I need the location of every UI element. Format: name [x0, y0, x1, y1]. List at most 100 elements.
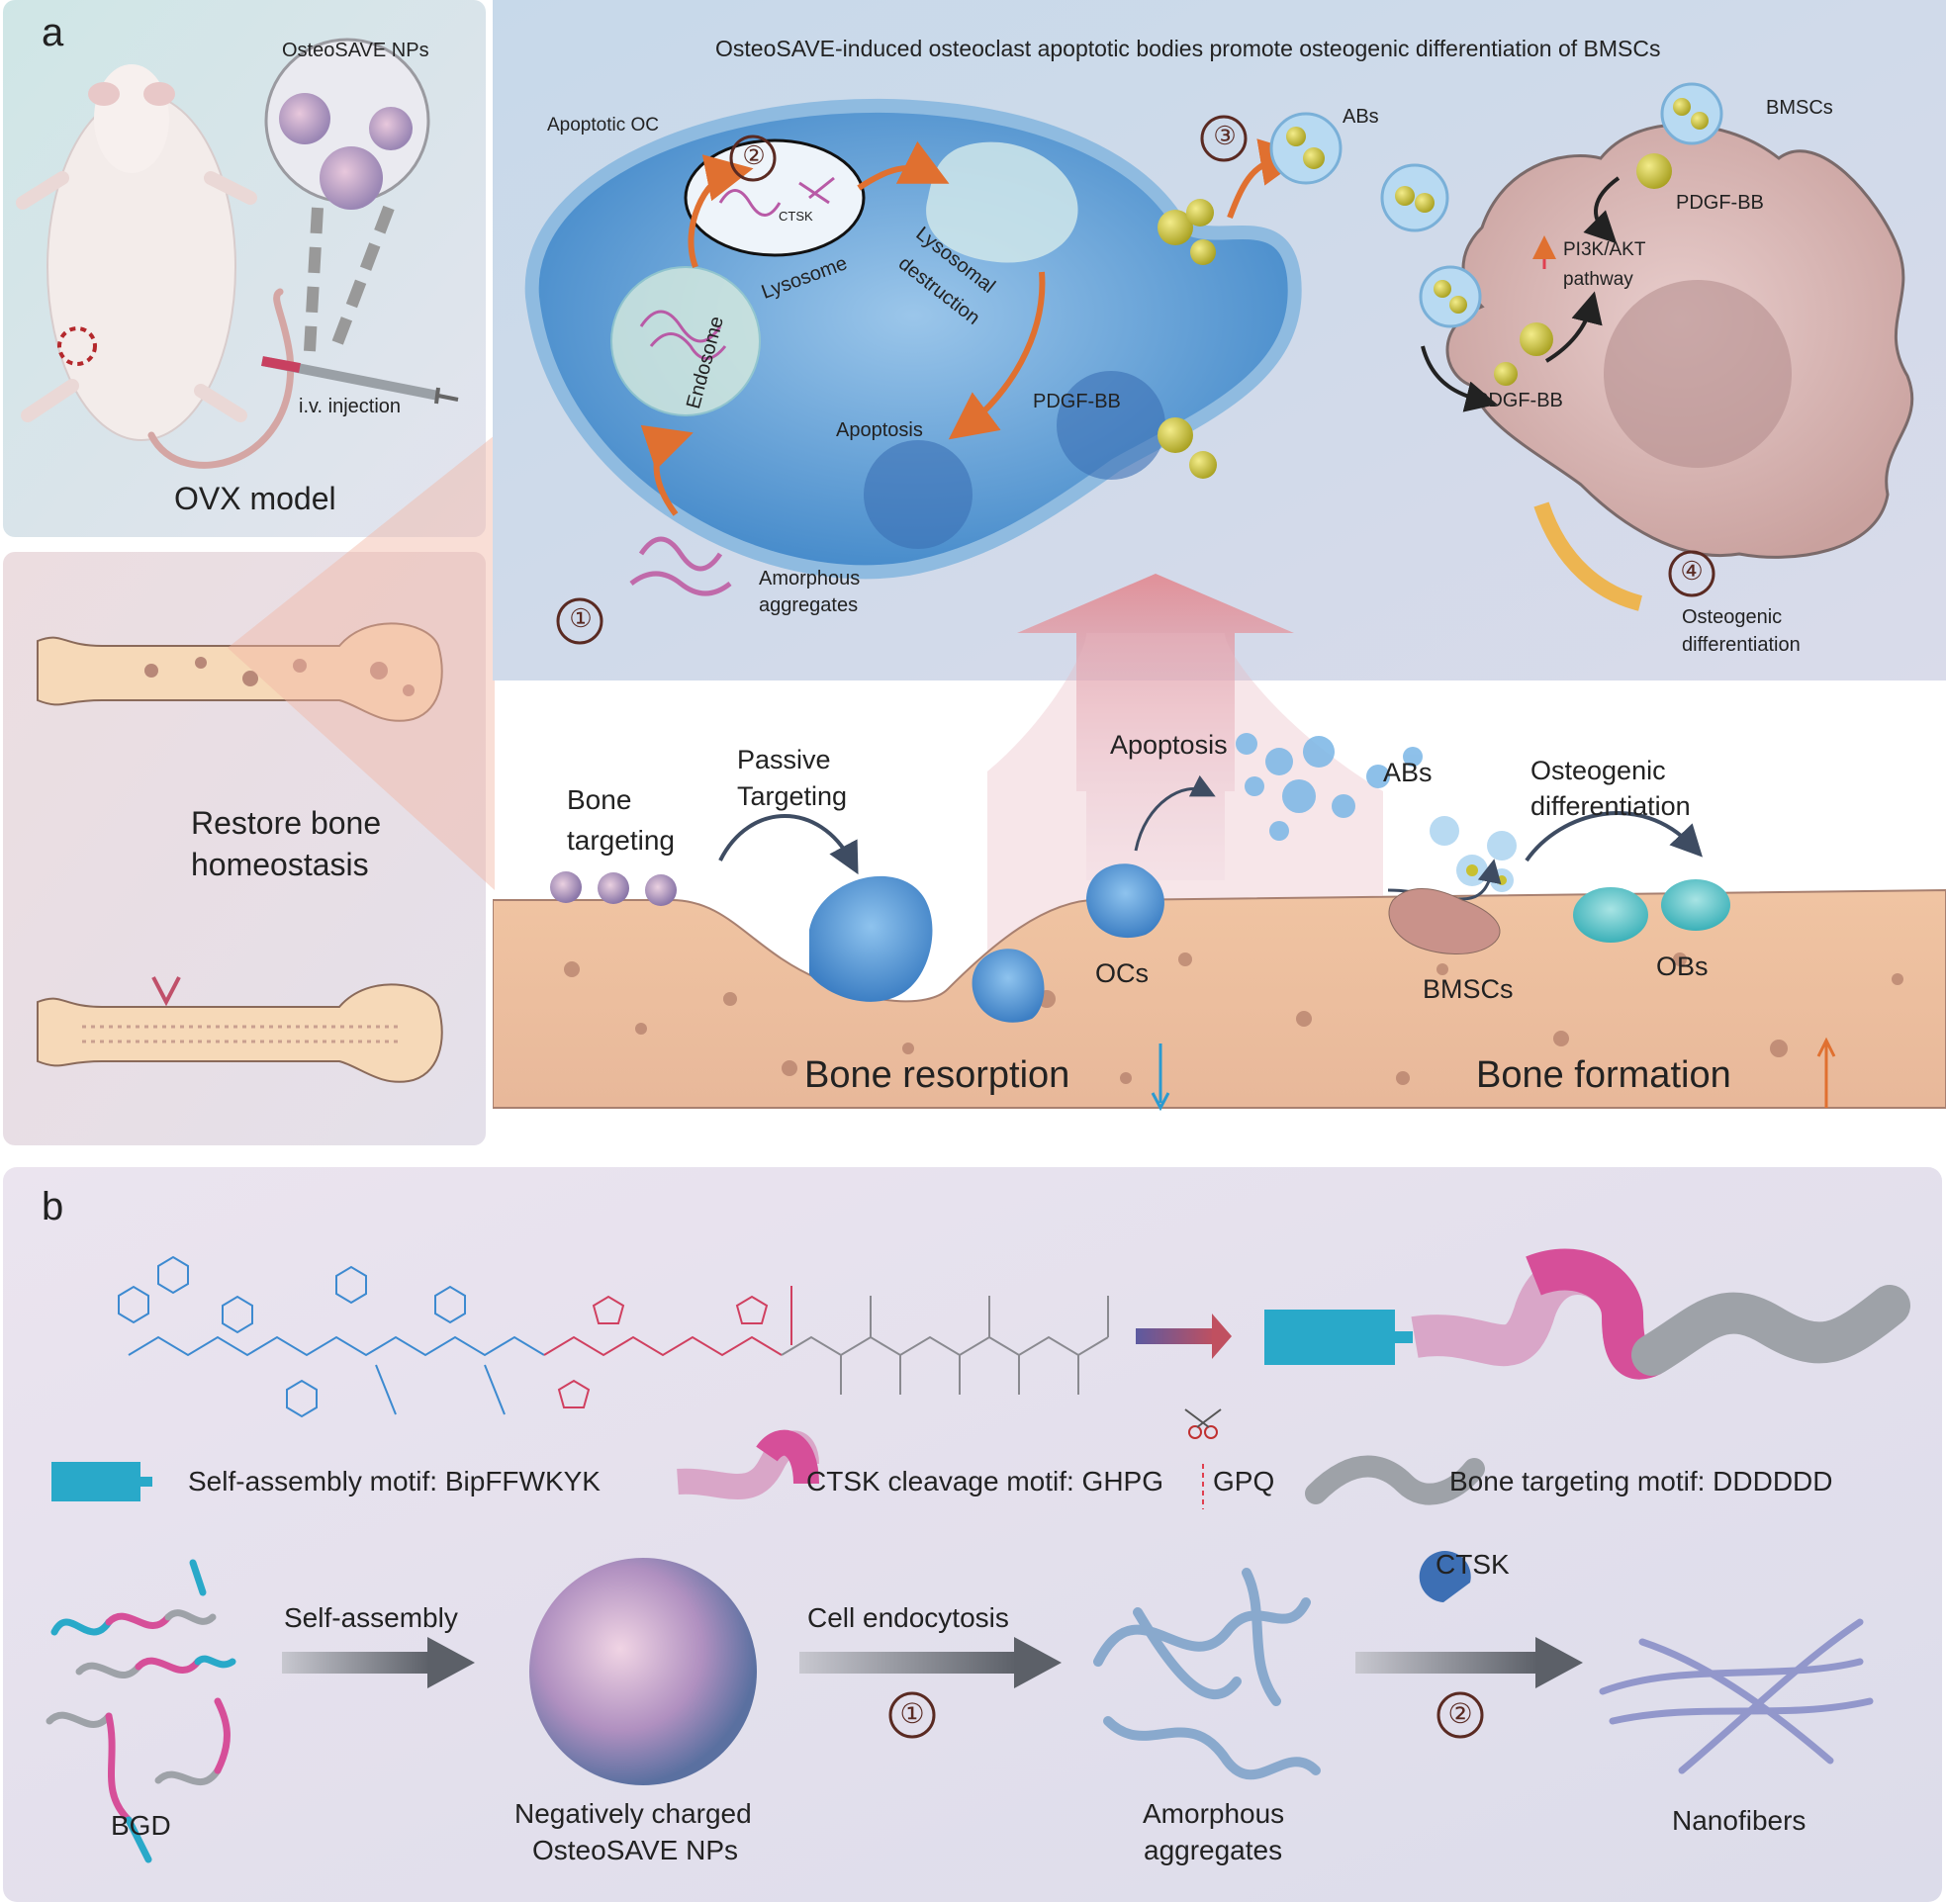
bgd-molecules [46, 1559, 236, 1863]
pdgf-bb-label-1: PDGF-BB [1033, 391, 1121, 412]
bone-pores [564, 952, 1903, 1085]
nanofibers-icon [1599, 1618, 1874, 1774]
aggregates-label-2: aggregates [1144, 1835, 1283, 1865]
amorphous-label-2: aggregates [759, 594, 859, 616]
osteoclast-cell [972, 949, 1045, 1023]
pdgf-bb-label-2: PDGF-BB [1676, 192, 1764, 214]
rat-illustration [16, 64, 294, 469]
legend-bone-targeting-icon [1305, 1455, 1485, 1505]
np-particle-icon [369, 107, 413, 150]
aggregates-label-1: Amorphous [1143, 1798, 1285, 1829]
legend-self-assembly-text: Self-assembly motif: BipFFWKYK [188, 1466, 601, 1496]
ovx-model-box [3, 0, 486, 537]
model-label: OVX model [174, 481, 336, 516]
healthy-bone-icon [37, 983, 443, 1083]
flow-step-2-icon [1436, 1691, 1484, 1739]
endocytosis-label: Cell endocytosis [807, 1602, 1009, 1633]
step-3-icon [1200, 115, 1248, 162]
apoptotic-bodies [1236, 733, 1423, 841]
ctsk-flow-label: CTSK [1436, 1549, 1510, 1580]
passive-label-2: Targeting [737, 781, 848, 811]
apoptotic-bodies [1269, 112, 1449, 232]
cell-panel-title: OsteoSAVE-induced osteoclast apoptotic b… [715, 36, 1661, 61]
down-arrow-icon [151, 976, 181, 1007]
ctsk-arrow-icon [1355, 1652, 1538, 1674]
restore-label: Restore bone homeostasis [191, 805, 382, 882]
panel-b-background [3, 1167, 1942, 1902]
np-particle-icon [598, 872, 629, 904]
step-2-icon [729, 135, 777, 182]
bmsc-cell [1388, 887, 1501, 954]
panel-b-label: b [42, 1185, 64, 1228]
flow-step-1-icon [888, 1691, 936, 1739]
ctsk-label: CTSK [779, 209, 813, 224]
apoptotic-oc-label: Apoptotic OC [547, 115, 659, 136]
apoptotic-osteoclast [524, 99, 1308, 596]
nps-label: OsteoSAVE NPs [282, 40, 429, 61]
np-particle-icon [279, 93, 330, 144]
ocs-label: OCs [1095, 958, 1149, 988]
bone-surface-scene [493, 574, 1946, 1112]
conversion-arrow-icon [1136, 1328, 1215, 1344]
self-assembly-label: Self-assembly [284, 1602, 458, 1633]
surface-bmscs-label: BMSCs [1423, 974, 1514, 1004]
pdgf-bb-label-3: PDGF-BB [1475, 390, 1563, 411]
np-particle-icon [645, 874, 677, 906]
panel-a: a OsteoSAVE NPs i.v. injection OVX model… [3, 0, 1946, 1145]
bone-tissue [493, 888, 1946, 1109]
surface-osteogenic-label-1: Osteogenic [1530, 756, 1666, 785]
nanofibers-label: Nanofibers [1672, 1805, 1807, 1836]
porous-bone-icon [37, 622, 443, 722]
apoptosis-label: Apoptosis [836, 419, 923, 441]
zoom-cone [228, 435, 495, 890]
panel-a-label: a [42, 11, 64, 54]
bmscs-label: BMSCs [1766, 97, 1833, 119]
osteogenic-label-1: Osteogenic [1682, 606, 1783, 628]
step-1-number: ① [569, 603, 593, 633]
bone-targeting-label-2: targeting [567, 825, 675, 856]
surface-osteogenic-label-2: differentiation [1530, 791, 1691, 821]
syringe-icon [261, 356, 459, 405]
up-arrow-icon [1017, 574, 1294, 880]
ctsk-enzyme-icon [1419, 1551, 1471, 1602]
pathway-label-1: PI3K/AKT [1563, 239, 1646, 260]
step-3-number: ③ [1213, 121, 1237, 150]
amorphous-aggregates-icon [1093, 1568, 1321, 1780]
abs-with-pdgf [1430, 816, 1517, 892]
surface-apoptosis-label: Apoptosis [1110, 730, 1228, 760]
osteoclast-cell [1086, 863, 1164, 939]
endocytosis-arrow-icon [799, 1652, 1017, 1674]
bmsc-cell [1419, 82, 1914, 611]
self-assembly-arrow-icon [282, 1652, 430, 1674]
legend-ctsk-cleavage-icon [677, 1429, 819, 1499]
osteoblast-cell [1661, 879, 1730, 931]
passive-label-1: Passive [737, 745, 831, 774]
flow-step-2-number: ② [1447, 1698, 1473, 1729]
bone-resorption-label: Bone resorption [804, 1054, 1070, 1096]
step-4-number: ④ [1680, 556, 1704, 586]
legend-ctsk-text-2: GPQ [1213, 1466, 1275, 1496]
np-particle-icon [320, 146, 383, 210]
step-2-number: ② [742, 140, 766, 170]
osteogenic-label-2: differentiation [1682, 634, 1801, 656]
peptide-cartoon [1264, 1248, 1910, 1380]
pathway-label-2: pathway [1563, 269, 1633, 290]
osteosave-np-icon [529, 1558, 757, 1785]
injection-label: i.v. injection [299, 396, 402, 417]
bone-box [3, 552, 486, 1145]
legend-self-assembly-icon [51, 1462, 152, 1501]
peptide-structure [118, 1255, 1109, 1418]
osteoblast-cell [1573, 887, 1648, 943]
obs-label: OBs [1656, 952, 1709, 981]
osteoclast-cell [809, 875, 933, 1002]
panel-b: b Self-assembly motif: BipFFWKYK CTSK cl… [0, 1167, 1946, 1904]
legend-ctsk-text: CTSK cleavage motif: GHPG [806, 1466, 1164, 1496]
amorphous-label-1: Amorphous [759, 568, 861, 589]
bgd-label: BGD [111, 1810, 171, 1841]
np-particle-icon [550, 871, 582, 903]
bone-formation-label: Bone formation [1476, 1054, 1731, 1096]
step-1-icon [556, 597, 603, 645]
flow-step-1-number: ① [899, 1698, 925, 1729]
step-4-icon [1668, 550, 1715, 597]
nps-label-2: OsteoSAVE NPs [532, 1835, 739, 1865]
